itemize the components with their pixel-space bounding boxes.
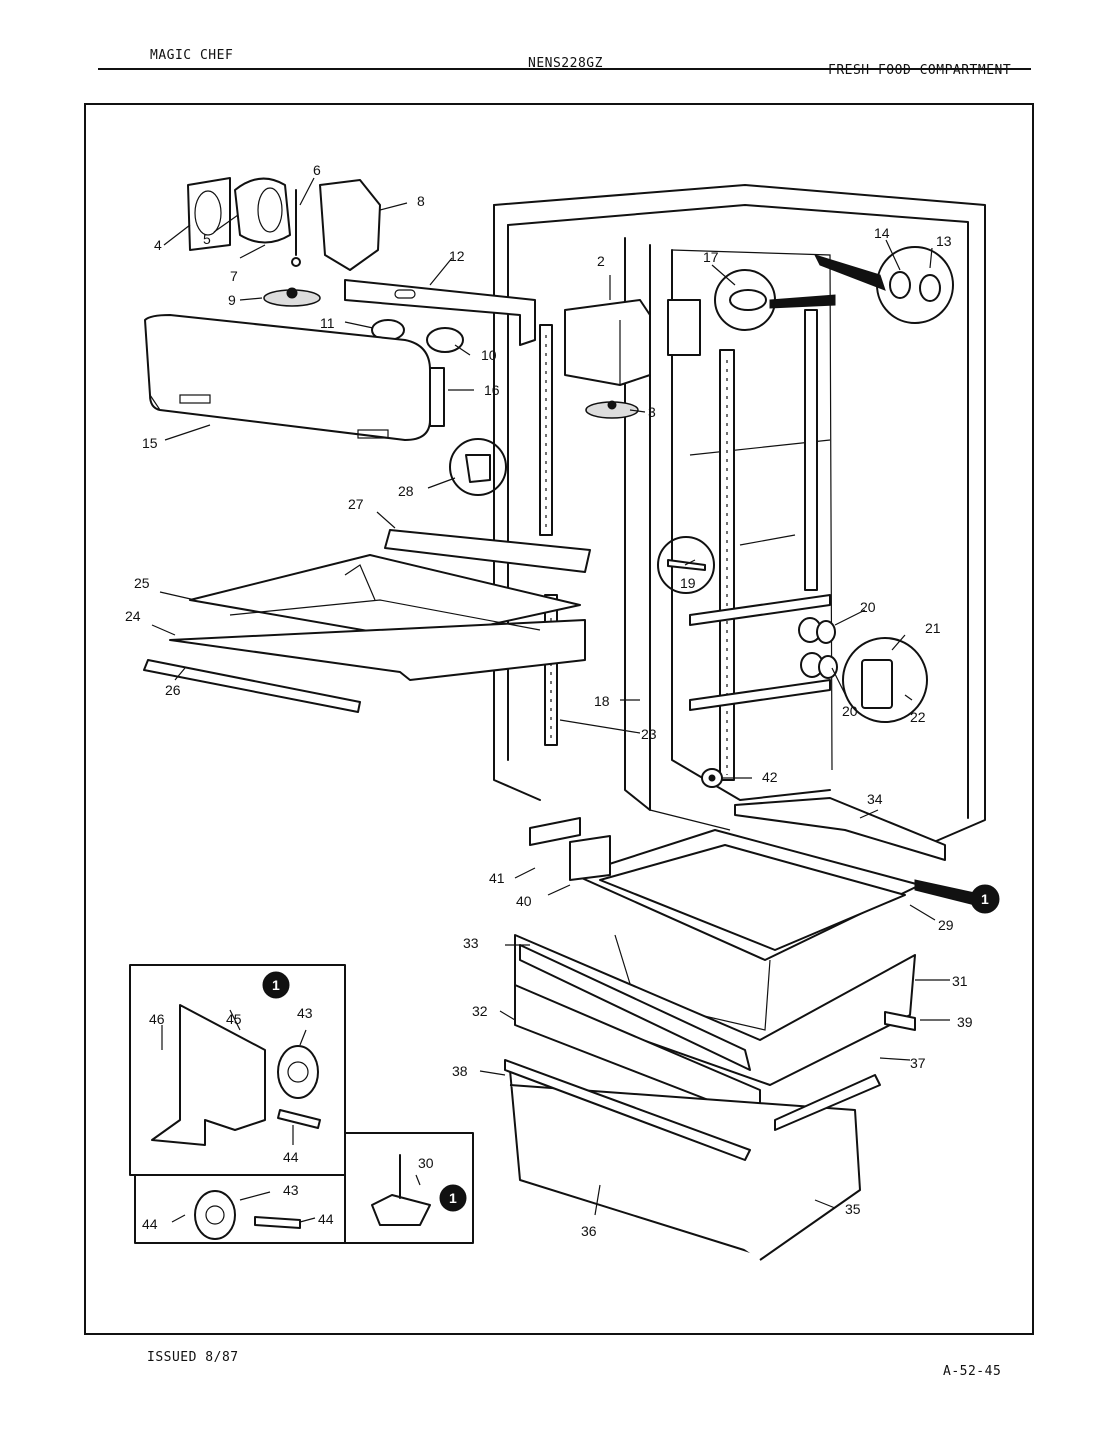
part-label-43b: 43	[283, 1182, 299, 1198]
part-label-44a: 44	[283, 1149, 299, 1165]
detail-callouts	[449, 246, 954, 723]
light-shield	[144, 314, 445, 441]
part-label-3: 3	[648, 404, 656, 420]
callout-markers	[262, 879, 1000, 1212]
part-label-28: 28	[398, 483, 414, 499]
part-label-34: 34	[867, 791, 883, 807]
glass-shelf-assembly	[143, 529, 591, 713]
part-label-9: 9	[228, 292, 236, 308]
part-label-27: 27	[348, 496, 364, 512]
issued-date: ISSUED 8/87	[147, 1350, 239, 1365]
part-label-19: 19	[680, 575, 696, 591]
part-label-13: 13	[936, 233, 952, 249]
part-label-38: 38	[452, 1063, 468, 1079]
leader-lines	[151, 177, 950, 1223]
light-assembly-parts	[187, 177, 381, 307]
part-label-36: 36	[581, 1223, 597, 1239]
part-label-26: 26	[165, 682, 181, 698]
section-title: FRESH FOOD COMPARTMENT	[828, 63, 1012, 78]
light-bracket	[344, 279, 536, 353]
part-label-6: 6	[313, 162, 321, 178]
part-label-23: 23	[641, 726, 657, 742]
part-label-12: 12	[449, 248, 465, 264]
callout-marker-leveler: 1	[449, 1190, 457, 1206]
part-label-43a: 43	[297, 1005, 313, 1021]
part-label-11: 11	[320, 315, 335, 331]
brand-label: MAGIC CHEF	[150, 48, 234, 63]
part-label-8: 8	[417, 193, 425, 209]
inset-roller-detail	[129, 964, 474, 1244]
part-label-30: 30	[418, 1155, 434, 1171]
part-label-20b: 20	[842, 703, 858, 719]
refrigerator-cabinet	[493, 184, 986, 849]
part-label-17: 17	[703, 249, 719, 265]
shelf-ladder-rails	[539, 309, 831, 781]
part-label-32: 32	[472, 1003, 488, 1019]
part-label-39: 39	[957, 1014, 973, 1030]
part-label-21: 21	[925, 620, 941, 636]
part-label-41: 41	[489, 870, 505, 886]
part-label-45: 45	[226, 1011, 242, 1027]
part-label-44b: 44	[142, 1216, 158, 1232]
part-label-44c: 44	[318, 1211, 334, 1227]
part-label-29: 29	[938, 917, 954, 933]
model-number: NENS228GZ	[528, 56, 603, 71]
page-code: A-52-45	[943, 1364, 1002, 1379]
part-label-22: 22	[910, 709, 926, 725]
part-label-31: 31	[952, 973, 968, 989]
control-housing	[564, 299, 701, 419]
part-label-20a: 20	[860, 599, 876, 615]
part-label-24: 24	[125, 608, 141, 624]
part-label-15: 15	[142, 435, 158, 451]
part-label-10: 10	[481, 347, 497, 363]
part-label-37: 37	[910, 1055, 926, 1071]
part-number-labels: 4 5 7 6 8 9 12 11 10 16 15 28 27 25 24 2…	[125, 162, 973, 1239]
part-label-2: 2	[597, 253, 605, 269]
part-label-14: 14	[874, 225, 890, 241]
crisper-assembly	[504, 797, 946, 1261]
callout-marker-main: 1	[981, 891, 989, 907]
part-label-7: 7	[230, 268, 238, 284]
part-label-35: 35	[845, 1201, 861, 1217]
part-label-33: 33	[463, 935, 479, 951]
callout-marker-inset: 1	[272, 977, 280, 993]
part-label-16: 16	[484, 382, 500, 398]
part-label-42: 42	[762, 769, 778, 785]
part-label-46: 46	[149, 1011, 165, 1027]
part-label-25: 25	[134, 575, 150, 591]
part-label-18: 18	[594, 693, 610, 709]
part-label-5: 5	[203, 231, 211, 247]
part-label-40: 40	[516, 893, 532, 909]
drawer-rollers	[701, 617, 838, 788]
header-rule	[98, 68, 1031, 70]
part-label-4: 4	[154, 237, 162, 253]
diagram-frame	[84, 103, 1034, 1335]
